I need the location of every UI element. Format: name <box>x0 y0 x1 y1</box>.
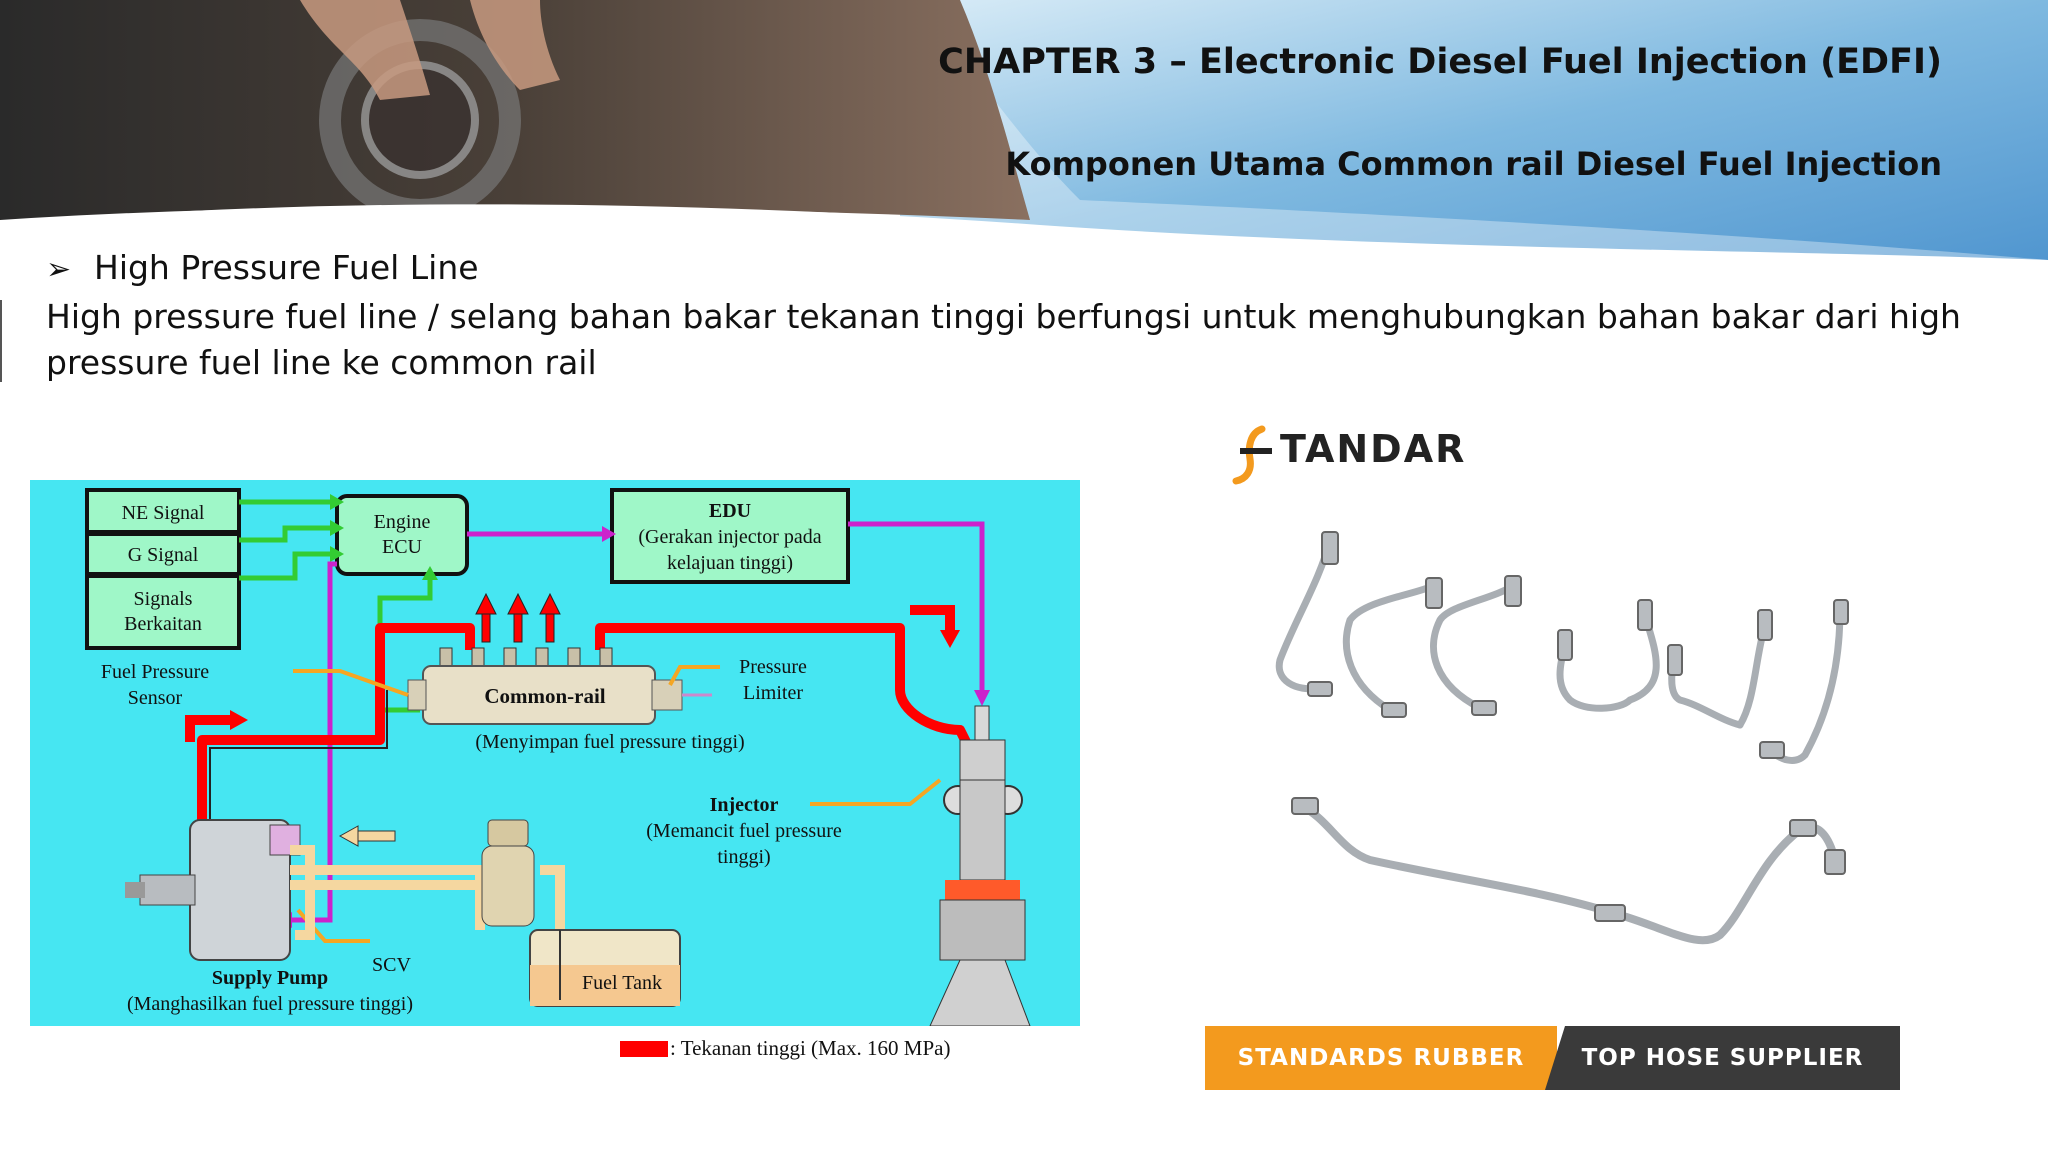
pipe-long-bottom <box>1296 801 1839 945</box>
arrow-bullet-icon: ➢ <box>46 252 72 287</box>
common-rail-desc: (Menyimpan fuel pressure tinggi) <box>475 731 744 753</box>
common-rail-body <box>407 647 712 725</box>
scv-label: SCV <box>372 954 411 976</box>
edu-desc-1: (Gerakan injector pada <box>638 526 821 548</box>
description-text: High pressure fuel line / selang bahan b… <box>46 297 1961 382</box>
fuel-tank <box>529 929 681 1007</box>
fuel-tank-label: Fuel Tank <box>582 972 662 994</box>
fuel-pressure-sensor-label-2: Sensor <box>128 687 183 709</box>
legend-swatch <box>620 1041 668 1057</box>
leader-lines <box>293 665 942 943</box>
bullet-item: ➢ High Pressure Fuel Line <box>46 248 479 287</box>
signals-label-1: Signals <box>134 588 193 610</box>
edu-title: EDU <box>709 500 751 522</box>
fuel-pressure-sensor-label-1: Fuel Pressure <box>101 661 209 683</box>
ne-signal-box <box>85 488 241 534</box>
pressure-limiter-label-2: Limiter <box>743 682 803 704</box>
legend-text: : Tekanan tinggi (Max. 160 MPa) <box>670 1036 951 1060</box>
pipe-set-top <box>1275 536 1844 764</box>
brand-mark-icon <box>1232 425 1272 485</box>
diagram-canvas: NE Signal G Signal Signals Berkaitan Eng… <box>85 488 1031 1026</box>
fuel-filter <box>481 819 535 927</box>
ne-signal-label: NE Signal <box>122 502 205 524</box>
high-pressure-outline <box>209 690 388 820</box>
injector-desc-2: tinggi) <box>717 846 770 868</box>
injector-assembly <box>929 705 1031 1026</box>
section-title: Komponen Utama Common rail Diesel Fuel I… <box>1005 145 1942 183</box>
pressure-limiter-label-1: Pressure <box>739 656 807 678</box>
fuel-line-product-photo <box>1200 420 1940 960</box>
engine-ecu-label-1: Engine <box>374 511 431 533</box>
left-rule <box>0 300 2 382</box>
supply-pump-body <box>125 819 301 961</box>
header-banner: CHAPTER 3 – Electronic Diesel Fuel Injec… <box>0 0 2048 270</box>
banner-left-text: STANDARDS RUBBER <box>1205 1026 1557 1090</box>
pump-outlet-arrowhead <box>230 710 248 730</box>
supply-pump-label: Supply Pump <box>212 967 328 989</box>
edu-box <box>610 488 850 584</box>
banner-right-text: TOP HOSE SUPPLIER <box>1545 1026 1900 1090</box>
pump-outlet-arrow <box>185 715 230 742</box>
bullet-text: High Pressure Fuel Line <box>94 248 479 287</box>
rail-pressure-arrows <box>475 592 561 643</box>
supplier-banner: STANDARDS RUBBER TOP HOSE SUPPLIER <box>1205 1026 1900 1090</box>
brand-name: TANDAR <box>1280 427 1467 471</box>
engine-ecu-box <box>335 494 469 576</box>
injector-desc-1: (Memancit fuel pressure <box>646 820 842 842</box>
return-arrow <box>910 605 955 630</box>
supply-pump-desc: (Manghasilkan fuel pressure tinggi) <box>127 993 413 1015</box>
pipe-fittings-top <box>1307 531 1849 759</box>
pipe-fittings-bottom <box>1291 797 1846 922</box>
fuel-pipes-illustration <box>1275 531 1849 945</box>
chapter-title: CHAPTER 3 – Electronic Diesel Fuel Injec… <box>938 42 1942 82</box>
header-background <box>0 0 2048 270</box>
engine-ecu-label-2: ECU <box>382 536 423 558</box>
return-arrowhead <box>940 630 960 648</box>
fuel-system-diagram: NE Signal G Signal Signals Berkaitan Eng… <box>30 480 1080 1026</box>
signals-label-2: Berkaitan <box>124 613 202 635</box>
edu-desc-2: kelajuan tinggi) <box>667 552 793 574</box>
high-pressure-lines <box>197 623 975 820</box>
flow-arrow <box>338 825 396 847</box>
injector-title: Injector <box>710 794 779 816</box>
g-signal-label: G Signal <box>128 544 199 566</box>
common-rail-label: Common-rail <box>484 684 605 708</box>
signal-arrowheads <box>330 494 438 580</box>
signals-box <box>85 574 241 650</box>
